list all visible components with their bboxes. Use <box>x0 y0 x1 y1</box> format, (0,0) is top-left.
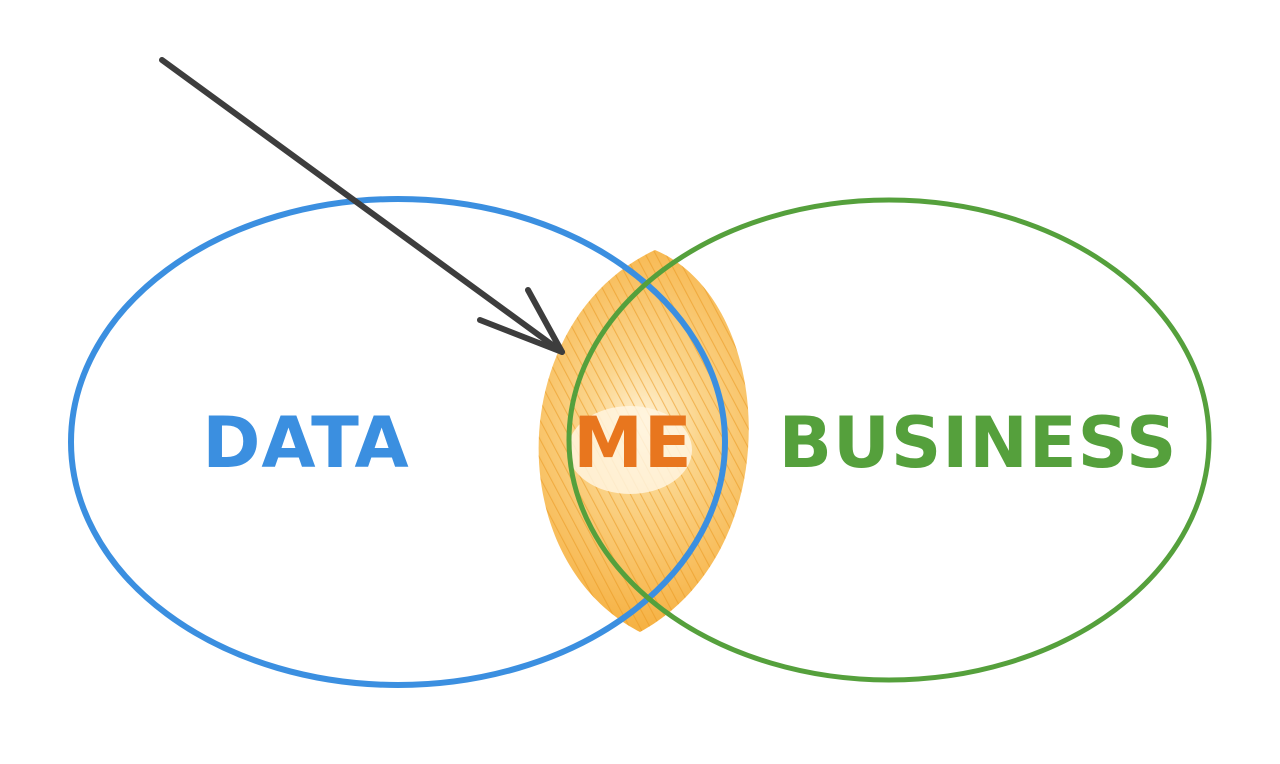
data-label: DATA <box>202 402 409 484</box>
arrow-head <box>477 287 565 355</box>
arrow-shaft <box>159 57 565 355</box>
data-set-circle <box>68 196 728 688</box>
business-set-circle <box>566 197 1212 683</box>
pointer-arrow <box>159 57 565 355</box>
me-label: ME <box>573 402 692 484</box>
business-label: BUSINESS <box>779 402 1178 484</box>
